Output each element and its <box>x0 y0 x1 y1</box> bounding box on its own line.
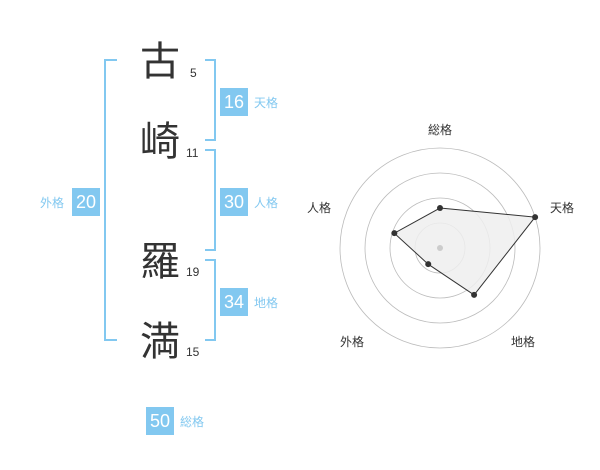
chikaku-bracket <box>205 259 216 341</box>
radar-point-1 <box>532 214 539 221</box>
radar-series-area <box>393 207 537 296</box>
chikaku-value: 34 <box>220 288 248 316</box>
radar-point-0 <box>437 205 443 211</box>
tenkaku-bracket <box>205 59 216 141</box>
radar-rings <box>339 147 541 349</box>
radar-axis-label-gaikaku: 外格 <box>340 335 365 349</box>
stroke-count-4: 15 <box>186 345 200 359</box>
radar-axis-label-jinkaku: 人格 <box>307 201 332 215</box>
jinkaku-bracket <box>205 149 216 251</box>
stroke-count-3: 19 <box>186 265 200 279</box>
name-char-4: 満 <box>140 319 180 365</box>
soukaku-value: 50 <box>146 407 174 435</box>
radar-point-2 <box>471 291 478 298</box>
tenkaku-label: 天格 <box>254 96 279 110</box>
gaikaku-value: 20 <box>72 188 100 216</box>
radar-axis-label-tenkaku: 天格 <box>550 201 575 215</box>
radar-ring <box>339 147 541 349</box>
name-char-3: 羅 <box>140 239 180 285</box>
gaikaku-bracket <box>104 59 117 341</box>
radar-points <box>391 205 539 298</box>
tenkaku-value: 16 <box>220 88 248 116</box>
name-char-1: 古 <box>140 39 180 85</box>
gaikaku-label: 外格 <box>40 196 65 210</box>
stroke-count-1: 5 <box>190 66 197 80</box>
chikaku-label: 地格 <box>254 296 279 310</box>
radar-point-3 <box>425 261 432 268</box>
jinkaku-label: 人格 <box>254 196 279 210</box>
jinkaku-value: 30 <box>220 188 248 216</box>
radar-axis-label-chikaku: 地格 <box>511 335 536 349</box>
stroke-count-2: 11 <box>186 146 199 160</box>
name-char-2: 崎 <box>140 119 180 165</box>
radar-ring <box>364 172 516 324</box>
radar-axis-label-soukaku: 総格 <box>428 123 453 137</box>
radar-center-dot <box>437 245 443 251</box>
soukaku-label: 総格 <box>180 415 205 429</box>
radar-point-4 <box>391 230 398 237</box>
